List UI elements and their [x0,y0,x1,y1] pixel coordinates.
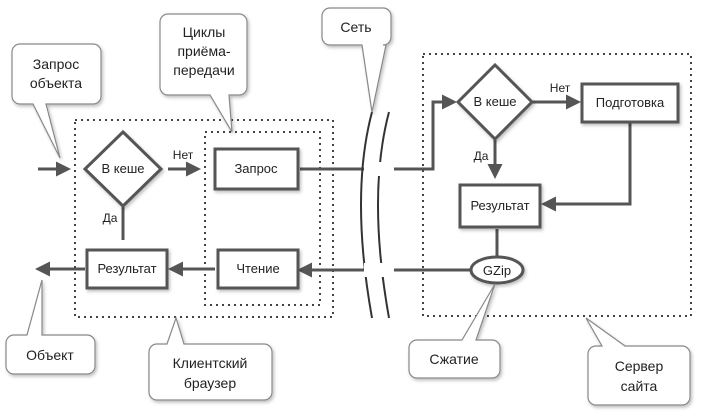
transfer-cycles-line-1: Циклы [183,24,226,40]
prepare-label: Подготовка [596,95,665,110]
client-result-box: Результат [85,248,169,290]
object-label: Объект [26,347,74,363]
client-cache-label: В кеше [101,161,144,176]
client-cache-decision: В кеше [82,129,164,209]
network-label: Сеть [340,19,371,35]
transfer-cycles-line-3: передачи [173,62,234,78]
compression-callout [408,283,501,379]
prepare-box: Подготовка [580,82,680,124]
read-box: Чтение [216,248,300,290]
network-gap-top [364,162,394,176]
network-break-left [360,111,373,319]
read-label: Чтение [236,261,279,276]
request-box: Запрос [213,147,300,191]
compression-label: Сжатие [429,351,478,367]
request-object-line-2: объекта [30,75,82,91]
gzip-label: GZip [483,263,511,278]
server-callout [585,317,691,406]
transfer-cycles-callout [159,13,248,133]
server-yes-label: Да [474,149,489,163]
server-result-box: Результат [458,183,542,229]
server-boundary [422,53,692,317]
network-break-right [377,111,390,319]
request-object-callout [11,43,102,159]
client-browser-line-2: браузер [184,375,236,391]
client-browser-line-1: Клиентский [173,355,248,371]
client-yes-label: Да [103,211,118,225]
network-gap-bottom [364,263,394,277]
client-no-label: Нет [173,148,194,162]
server-result-label: Результат [470,198,529,213]
client-browser-boundary [74,119,334,318]
transfer-cycles-line-2: приёма- [177,43,230,59]
server-line-1: Сервер [615,358,664,374]
server-no-label: Нет [550,81,571,95]
object-callout [5,279,96,375]
request-label: Запрос [234,161,278,176]
server-cache-decision: В кеше [455,62,535,142]
request-object-line-1: Запрос [33,56,79,72]
prepare-to-result-arrow [541,122,632,212]
request-to-server-line [300,94,457,171]
gzip-node: GZip [469,255,525,285]
client-browser-callout [148,316,273,401]
network-callout [321,7,392,113]
client-result-label: Результат [97,261,156,276]
server-line-2: сайта [621,378,658,394]
server-cache-label: В кеше [473,94,516,109]
